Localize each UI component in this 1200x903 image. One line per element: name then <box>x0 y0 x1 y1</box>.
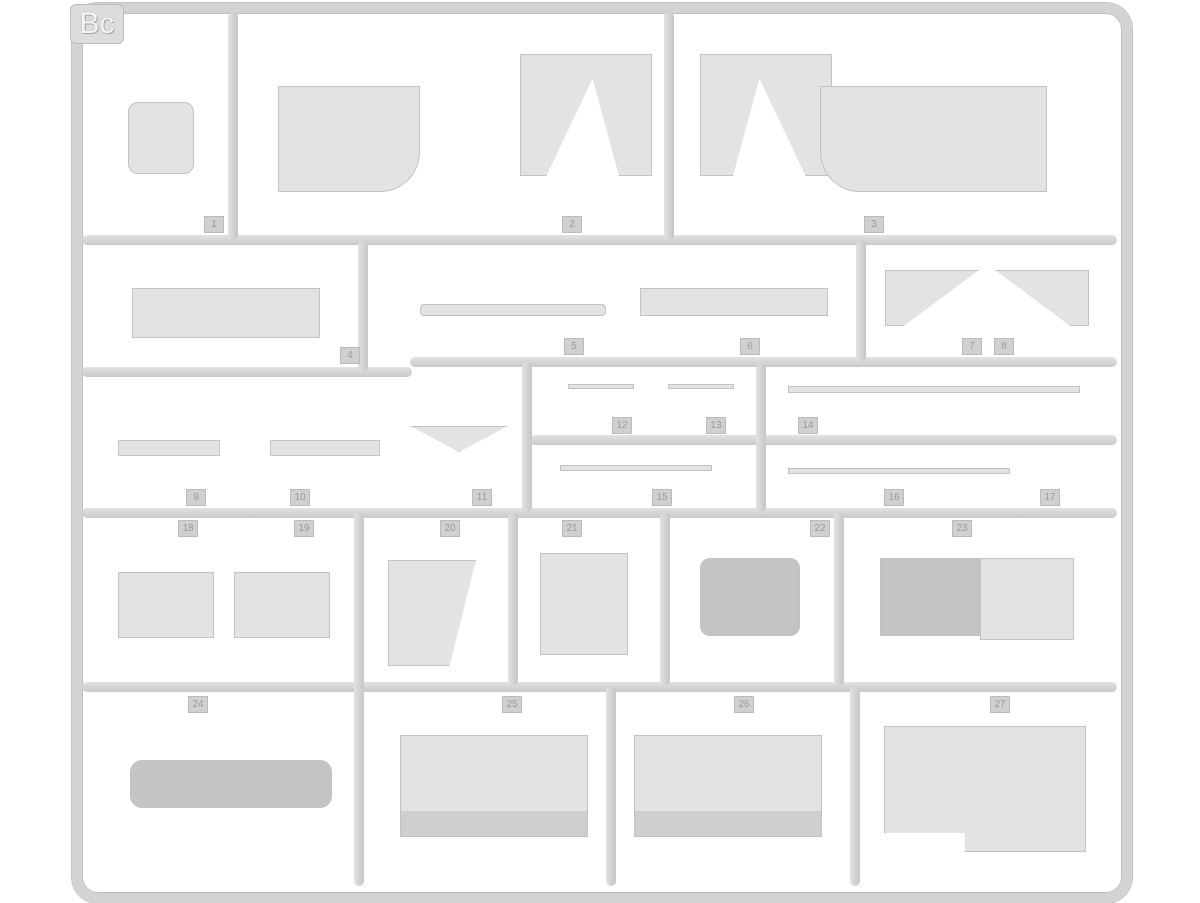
runner <box>660 512 670 686</box>
part-15 <box>560 465 712 471</box>
part-number-label: 16 <box>884 489 904 506</box>
runner <box>358 240 368 372</box>
part-27 <box>884 726 1086 852</box>
part-24 <box>130 760 332 808</box>
part-number-label: 20 <box>440 520 460 537</box>
runner <box>756 362 766 512</box>
part-number-label: 18 <box>178 520 198 537</box>
part-14 <box>788 386 1080 393</box>
part-3-right <box>820 86 1047 192</box>
part-number-label: 23 <box>952 520 972 537</box>
part-16 <box>788 468 1010 474</box>
part-23-left <box>880 558 982 636</box>
runner <box>508 512 518 686</box>
part-number-label: 12 <box>612 417 632 434</box>
part-number-label: 17 <box>1040 489 1060 506</box>
part-18 <box>118 572 214 638</box>
part-number-label: 19 <box>294 520 314 537</box>
part-number-label: 2 <box>562 216 582 233</box>
part-21 <box>540 553 628 655</box>
part-2-left <box>278 86 420 192</box>
part-22 <box>700 558 800 636</box>
runner <box>354 512 364 886</box>
part-4 <box>132 288 320 338</box>
part-number-label: 3 <box>864 216 884 233</box>
sprue-letter: Bc <box>79 7 115 40</box>
part-number-label: 14 <box>798 417 818 434</box>
runner <box>530 435 1117 445</box>
part-25 <box>400 735 588 837</box>
part-23-right <box>980 558 1074 640</box>
runner <box>522 362 532 512</box>
runner <box>82 682 1117 692</box>
runner <box>856 240 866 362</box>
part-13 <box>668 384 734 389</box>
part-9 <box>118 440 220 456</box>
part-number-label: 9 <box>186 489 206 506</box>
runner <box>82 367 412 377</box>
part-10 <box>270 440 380 456</box>
runner <box>606 686 616 886</box>
part-number-label: 27 <box>990 696 1010 713</box>
part-19 <box>234 572 330 638</box>
part-number-label: 4 <box>340 347 360 364</box>
part-number-label: 11 <box>472 489 492 506</box>
part-26 <box>634 735 822 837</box>
part-6 <box>640 288 828 316</box>
part-number-label: 22 <box>810 520 830 537</box>
runner <box>82 235 1117 245</box>
part-number-label: 13 <box>706 417 726 434</box>
part-number-label: 10 <box>290 489 310 506</box>
runner <box>228 12 238 240</box>
runner <box>850 686 860 886</box>
part-number-label: 21 <box>562 520 582 537</box>
part-number-label: 8 <box>994 338 1014 355</box>
part-number-label: 26 <box>734 696 754 713</box>
part-1 <box>128 102 194 174</box>
runner <box>82 508 1117 518</box>
part-12 <box>568 384 634 389</box>
sprue-letter-tag: Bc <box>70 4 124 44</box>
part-number-label: 7 <box>962 338 982 355</box>
runner <box>834 512 844 686</box>
runner <box>664 12 674 240</box>
sprue-frame <box>72 3 1132 903</box>
part-number-label: 24 <box>188 696 208 713</box>
part-number-label: 1 <box>204 216 224 233</box>
part-number-label: 15 <box>652 489 672 506</box>
part-number-label: 5 <box>564 338 584 355</box>
part-5 <box>420 304 606 316</box>
part-number-label: 25 <box>502 696 522 713</box>
part-number-label: 6 <box>740 338 760 355</box>
